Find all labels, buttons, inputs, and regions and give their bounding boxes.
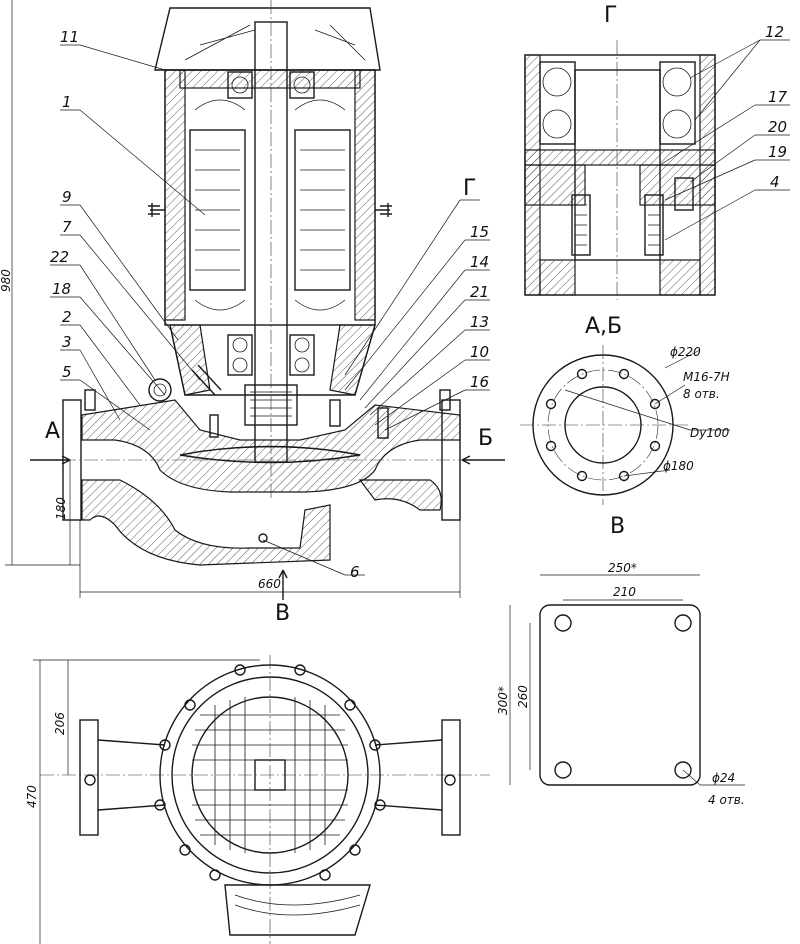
- part-22: 22: [50, 248, 69, 266]
- gauge-fitting: [148, 378, 172, 402]
- mechanical-seal: [244, 384, 298, 426]
- section-g-title: Г: [604, 3, 617, 28]
- upper-bearing-left: [227, 71, 253, 99]
- eye-bolt-left: [148, 203, 165, 217]
- g-bolt: [674, 177, 694, 211]
- arrow-v-label: В: [275, 601, 290, 626]
- plan-bolts: [154, 664, 386, 881]
- dim-660: 660: [258, 577, 281, 591]
- part-7: 7: [62, 218, 72, 236]
- fan-cover: [154, 7, 381, 71]
- dim-250: 250*: [608, 561, 637, 575]
- part-20: 20: [768, 118, 787, 136]
- part-5: 5: [62, 363, 72, 381]
- arrow-b-label: Б: [478, 426, 493, 451]
- part-2: 2: [62, 308, 72, 326]
- base-hole-tr: [674, 614, 692, 632]
- base-hole-tl: [554, 614, 572, 632]
- arrow-v-line: [278, 569, 288, 600]
- lower-bearing-left: [227, 334, 253, 376]
- terminal-box: [224, 884, 371, 936]
- section-ab-title: А,Б: [585, 314, 622, 339]
- eye-bolt-right: [375, 203, 392, 217]
- base-hole-br: [674, 761, 692, 779]
- part-21: 21: [470, 283, 489, 301]
- plan-view: [33, 655, 490, 944]
- part-3: 3: [62, 333, 72, 351]
- leader-lines: [50, 44, 490, 576]
- volute-bottom: [81, 479, 331, 566]
- plan-flange-right: [441, 719, 461, 836]
- part-15: 15: [470, 223, 489, 241]
- dim-hole-count: 4 отв.: [708, 793, 745, 807]
- part-19: 19: [768, 143, 787, 161]
- dim-206: 206: [53, 712, 67, 735]
- dim-180: 180: [54, 497, 68, 520]
- front-dimensions: [5, 0, 461, 598]
- part-14: 14: [470, 253, 489, 271]
- flange-ab-view: [520, 345, 730, 505]
- part-11: 11: [60, 28, 79, 46]
- flange-bolt-holes: [545, 368, 661, 482]
- base-plate: [539, 604, 701, 786]
- part-10: 10: [470, 343, 489, 361]
- drain-plug: [258, 533, 268, 543]
- part-12: 12: [765, 23, 784, 41]
- dim-flange-d: ϕ220: [670, 345, 701, 359]
- arrow-b-line: [461, 455, 505, 465]
- dim-thread-count: 8 отв.: [683, 387, 720, 401]
- upper-bearing-right: [289, 71, 315, 99]
- stator-right: [294, 129, 351, 291]
- part-18: 18: [52, 280, 71, 298]
- dim-300: 300*: [496, 686, 510, 715]
- stator-left: [189, 129, 246, 291]
- lower-bearing-right: [289, 334, 315, 376]
- dim-hole-d: ϕ24: [712, 771, 735, 785]
- front-section-view: [30, 0, 505, 600]
- part-17: 17: [768, 88, 788, 106]
- dim-260: 260: [516, 685, 530, 708]
- dim-470: 470: [25, 785, 39, 808]
- base-hole-bl: [554, 761, 572, 779]
- motor-housing-left: [164, 69, 186, 321]
- arrow-a-line: [30, 455, 71, 465]
- part-16: 16: [470, 373, 489, 391]
- part-1: 1: [62, 93, 72, 111]
- part-9: 9: [62, 188, 72, 206]
- part-13: 13: [470, 313, 489, 331]
- dim-980: 980: [0, 269, 13, 292]
- plan-flange-left: [79, 719, 99, 836]
- labels: Г А,Б В А Б В 11 1 9 7 22 18 2 3 5 6 Г 1…: [0, 3, 788, 808]
- g-seal-left: [571, 194, 591, 256]
- part-6: 6: [350, 563, 360, 581]
- dim-dy100: Dy100: [690, 426, 730, 440]
- motor-housing: [164, 69, 376, 326]
- dim-bolt-circle: ϕ180: [663, 459, 694, 473]
- view-v-base: [509, 574, 745, 786]
- part-g: Г: [463, 176, 476, 201]
- section-g-view: [524, 40, 716, 300]
- section-g-leaders: [659, 39, 790, 241]
- arrow-a-label: А: [45, 419, 60, 444]
- dim-210: 210: [613, 585, 636, 599]
- part-4: 4: [770, 173, 780, 191]
- view-v-title: В: [610, 514, 625, 539]
- dim-thread: M16-7H: [683, 370, 730, 384]
- motor-housing-right: [354, 69, 376, 321]
- vent-valve: [191, 364, 222, 396]
- g-seal-right: [644, 194, 664, 256]
